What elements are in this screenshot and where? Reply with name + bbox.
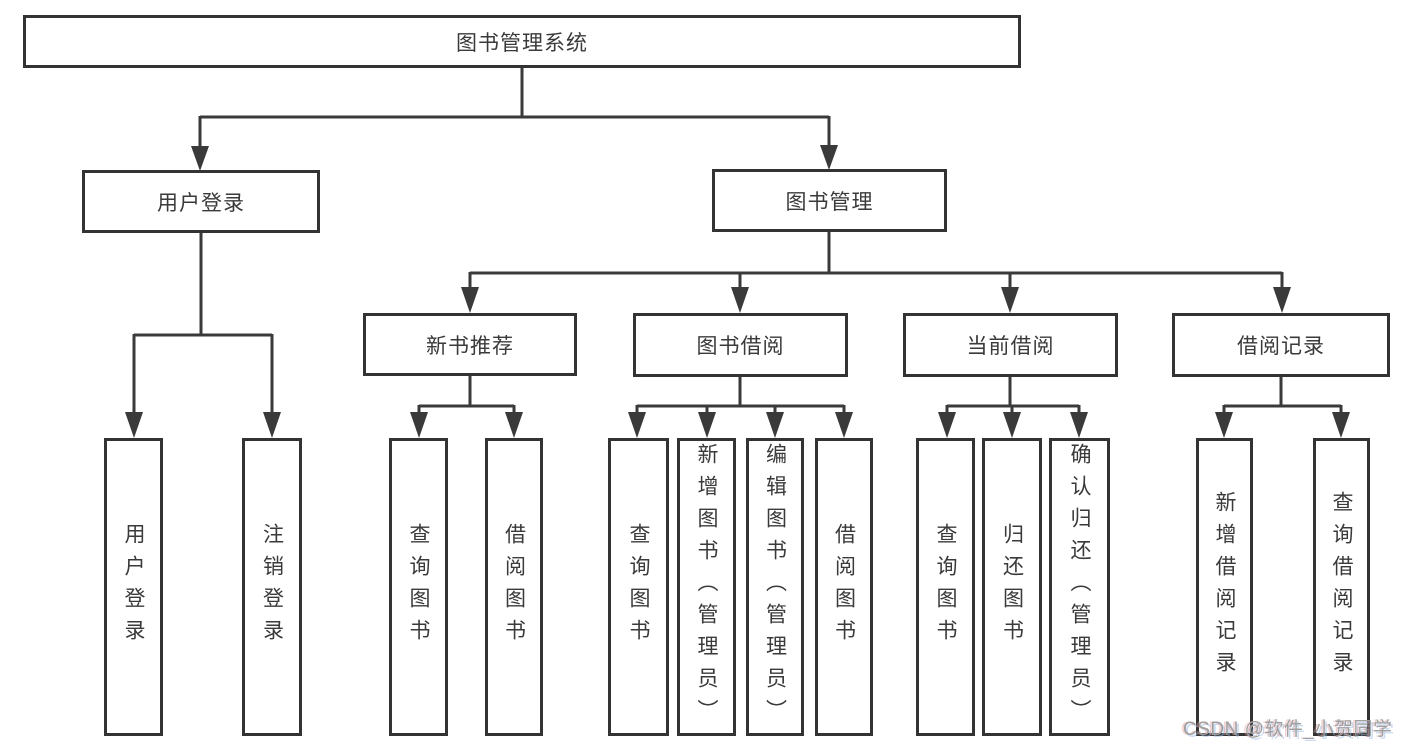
leaf-query-books-current: 查询图书 [916, 438, 975, 736]
leaf-return-books: 归还图书 [982, 438, 1042, 736]
leaf-logout: 注销登录 [242, 438, 302, 736]
node-label: 归还图书 [1000, 523, 1024, 651]
node-label: 注销登录 [260, 523, 284, 651]
node-current-borrow: 当前借阅 [903, 313, 1118, 377]
leaf-add-borrow-record: 新增借阅记录 [1196, 438, 1253, 736]
node-label: 图书借阅 [696, 335, 785, 358]
node-label: 借阅记录 [1237, 335, 1325, 358]
node-label: 查询图书 [407, 523, 430, 651]
node-label: 新书推荐 [426, 334, 514, 358]
leaf-borrow-books-recommend: 借阅图书 [485, 438, 543, 736]
node-library-management-system: 图书管理系统 [23, 15, 1021, 68]
connector-current-borrow-branch [938, 376, 1088, 438]
node-label: 新增借阅记录 [1213, 491, 1236, 683]
connector-borrow-records-branch [1215, 377, 1350, 438]
node-label: 查询图书 [627, 523, 650, 651]
node-label: 新增图书（管理员） [695, 443, 718, 731]
leaf-query-books-recommend: 查询图书 [389, 438, 448, 736]
connector-root-branch [191, 68, 838, 171]
connector-new-book-recommend-branch [410, 376, 523, 438]
node-book-management: 图书管理 [712, 169, 947, 232]
leaf-borrow-books: 借阅图书 [815, 438, 873, 736]
connector-book-management-branch [461, 232, 1291, 313]
node-label: 查询图书 [934, 523, 957, 651]
node-label: 借阅图书 [832, 523, 856, 651]
leaf-query-borrow-record: 查询借阅记录 [1313, 438, 1370, 736]
leaf-query-books-borrow: 查询图书 [608, 438, 669, 736]
node-user-login: 用户登录 [82, 170, 320, 233]
node-label: 当前借阅 [966, 335, 1055, 358]
csdn-watermark: CSDN @软件_小贺同学 [1183, 719, 1393, 740]
leaf-confirm-return-admin: 确认归还（管理员） [1049, 438, 1110, 736]
node-label: 借阅图书 [502, 523, 526, 651]
node-label: 图书管理 [785, 190, 874, 214]
node-borrow-records: 借阅记录 [1172, 313, 1390, 377]
node-book-borrow: 图书借阅 [633, 313, 848, 377]
node-label: 用户登录 [157, 191, 245, 215]
node-label: 编辑图书（管理员） [763, 443, 787, 731]
leaf-user-login: 用户登录 [104, 438, 163, 736]
connector-user-login-branch [125, 233, 281, 438]
node-label: 确认归还（管理员） [1068, 443, 1091, 731]
connector-book-borrow-branch [628, 376, 853, 438]
node-label: 图书管理系统 [456, 31, 588, 55]
node-label: 查询借阅记录 [1330, 491, 1353, 683]
leaf-edit-books-admin: 编辑图书（管理员） [746, 438, 804, 736]
node-label: 用户登录 [122, 523, 145, 651]
node-new-book-recommend: 新书推荐 [363, 313, 577, 376]
leaf-add-books-admin: 新增图书（管理员） [677, 438, 736, 736]
